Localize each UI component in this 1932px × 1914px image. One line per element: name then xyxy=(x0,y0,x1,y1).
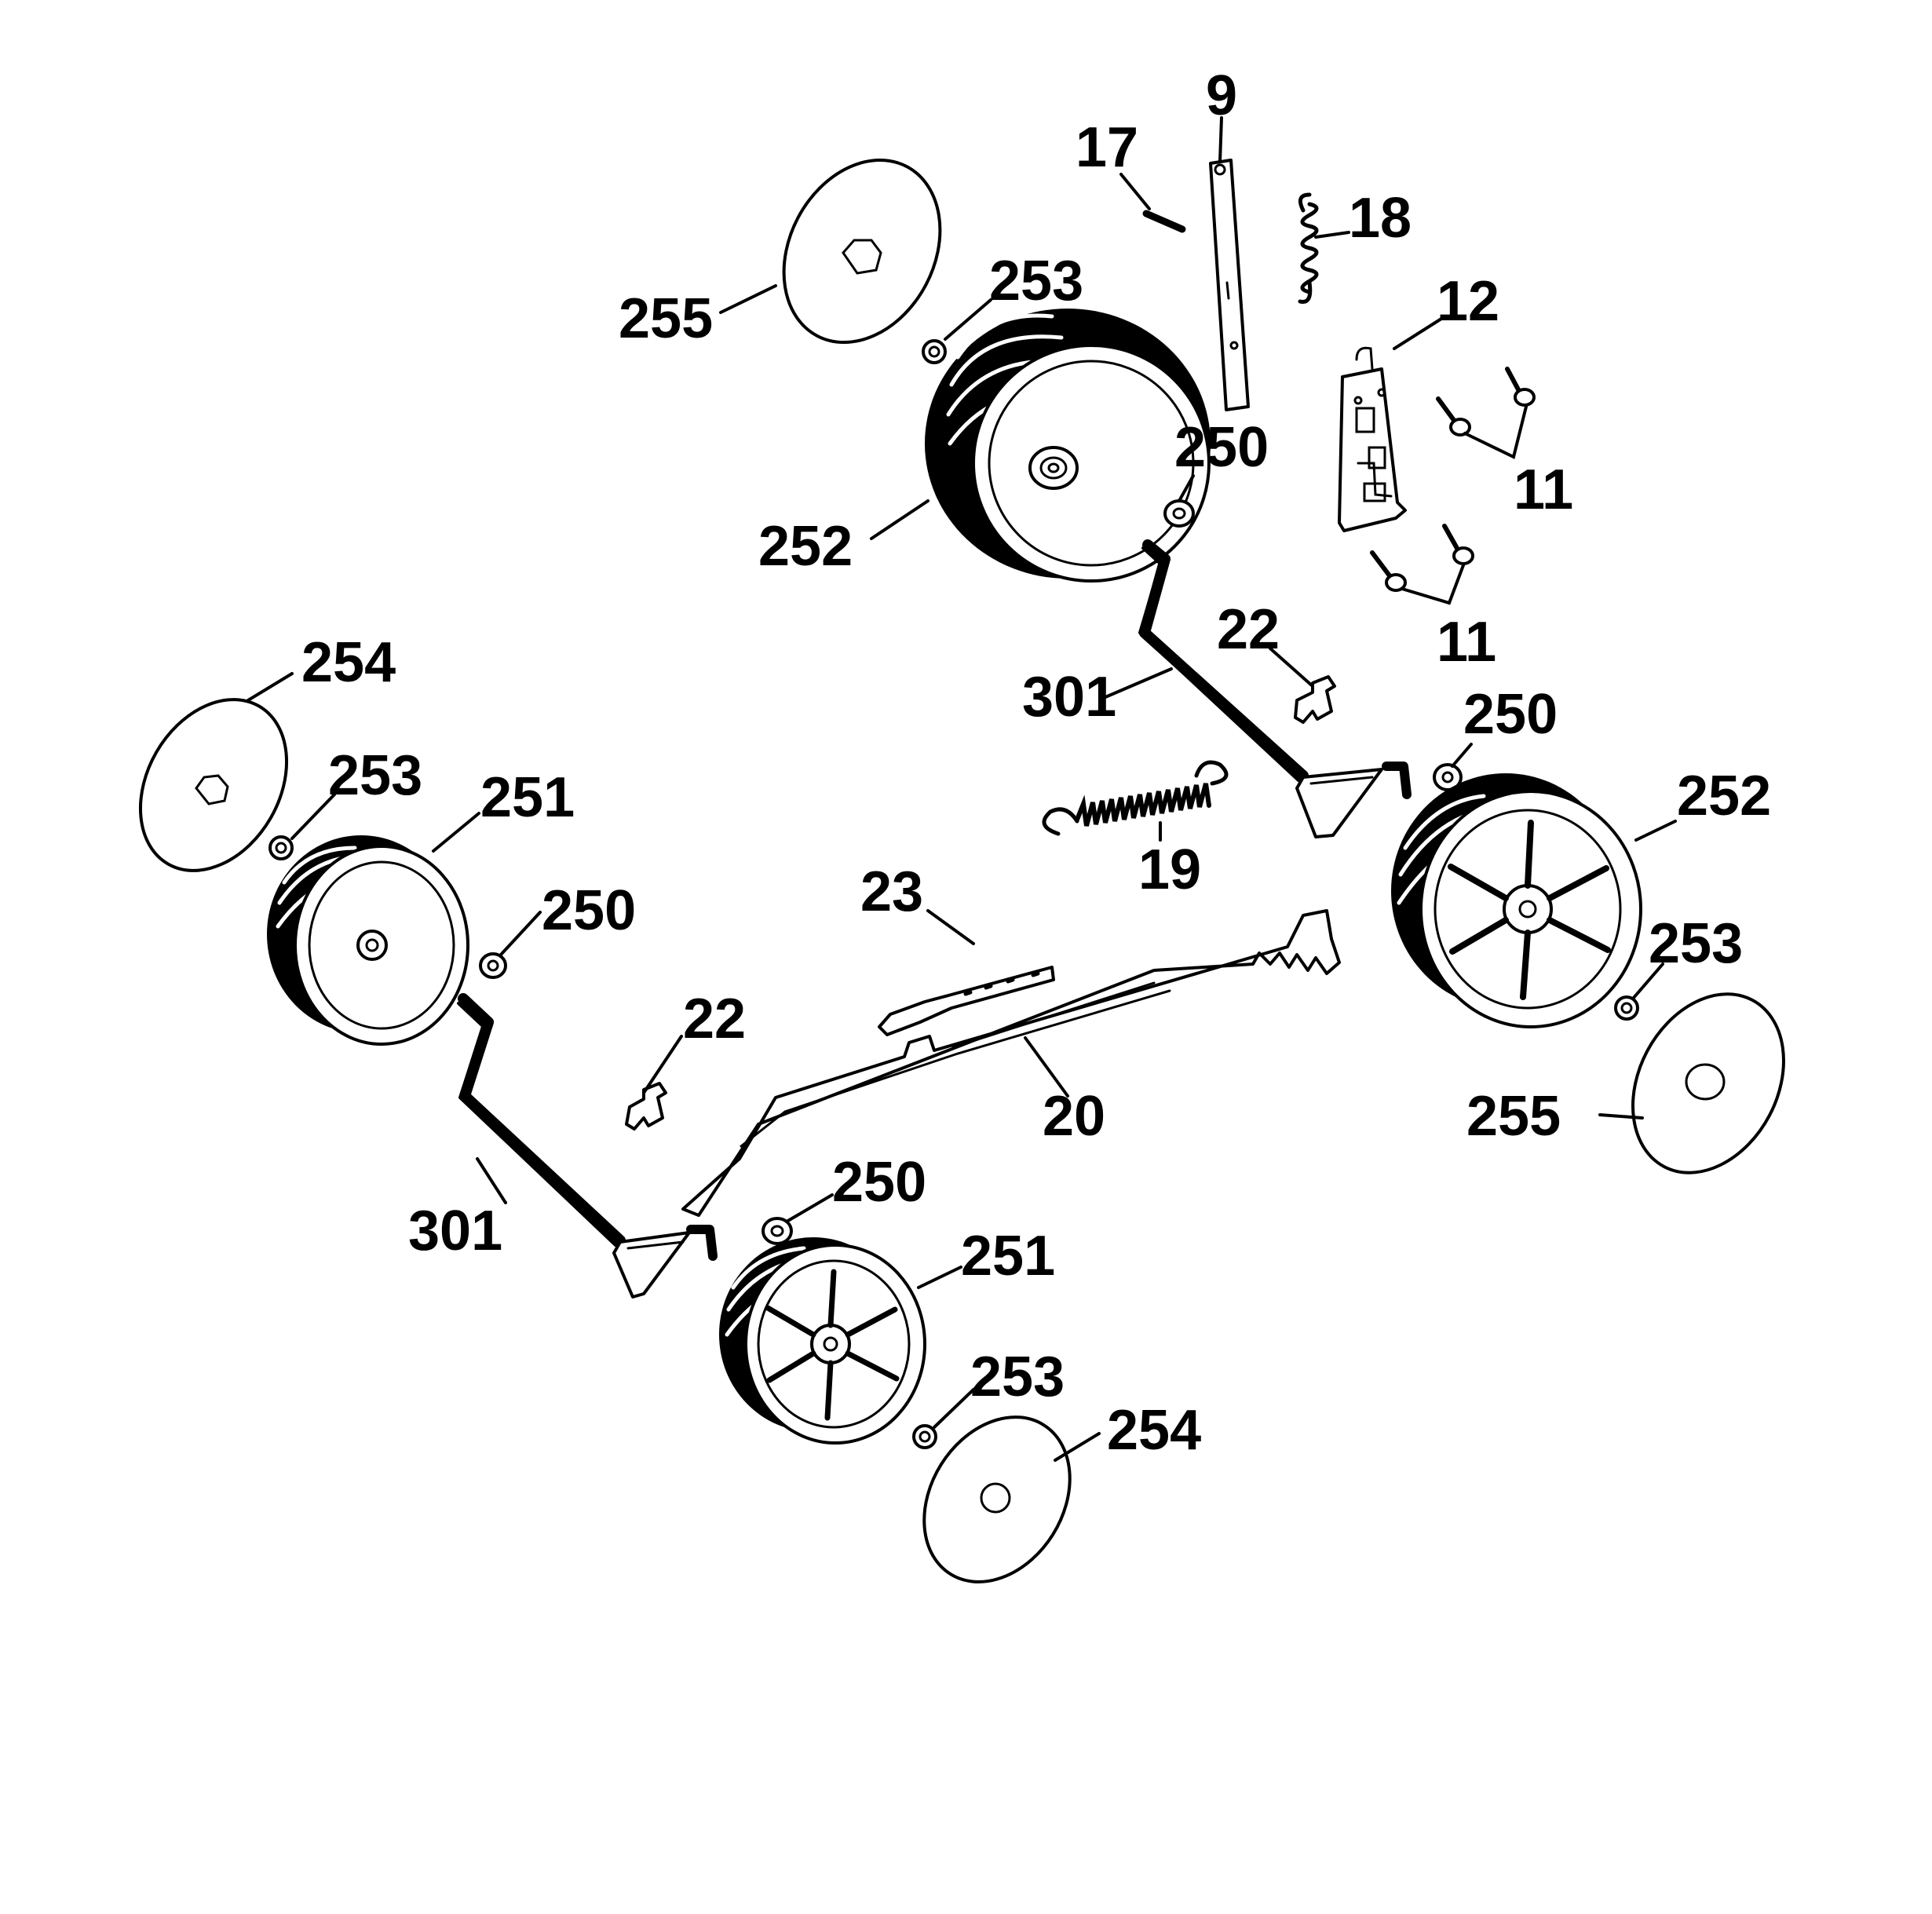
part-253-washer-bottom xyxy=(912,1424,937,1449)
part-250-washer-top xyxy=(1163,499,1195,528)
part-253-washer-top xyxy=(922,339,947,364)
part-11-screws-upper xyxy=(1436,367,1536,459)
callout-255-right: 255 xyxy=(1466,1085,1561,1148)
callout-9: 9 xyxy=(1206,64,1237,127)
callout-253-bottom: 253 xyxy=(970,1346,1065,1408)
callout-252-right: 252 xyxy=(1677,765,1771,827)
part-253-washer-right xyxy=(1614,995,1639,1021)
callout-250-right: 250 xyxy=(1463,683,1558,746)
callout-301-left: 301 xyxy=(408,1200,502,1262)
callout-254-bottom: 254 xyxy=(1107,1399,1201,1462)
callout-301-right: 301 xyxy=(1022,666,1116,729)
callout-17: 17 xyxy=(1076,116,1138,179)
callout-254-left: 254 xyxy=(301,631,396,694)
callout-12: 12 xyxy=(1437,270,1499,333)
part-251-wheel-left xyxy=(267,835,469,1046)
part-11-screws-lower xyxy=(1370,524,1474,605)
callout-252-top: 252 xyxy=(758,515,853,578)
part-255-hubcap-top xyxy=(782,158,942,345)
callout-20: 20 xyxy=(1043,1085,1105,1148)
part-250-washer-bottom xyxy=(761,1217,793,1245)
callout-22-right: 22 xyxy=(1217,598,1280,661)
part-251-wheel-bottom xyxy=(719,1237,926,1445)
part-255-hubcap-right xyxy=(1631,992,1785,1174)
part-252-wheel-right xyxy=(1391,773,1642,1028)
callout-251-bottom: 251 xyxy=(961,1225,1055,1288)
part-9-height-adjust-bar xyxy=(1209,159,1250,411)
callout-253-top: 253 xyxy=(989,250,1083,312)
part-18-small-spring xyxy=(1298,192,1319,304)
leader-lines xyxy=(247,116,1677,1462)
callout-11-upper: 11 xyxy=(1514,458,1573,521)
callout-253-left: 253 xyxy=(328,744,422,807)
callout-250-top: 250 xyxy=(1174,416,1269,479)
part-250-washer-left xyxy=(479,952,507,979)
callout-23: 23 xyxy=(860,860,923,923)
callout-11-lower: 11 xyxy=(1437,611,1496,674)
callout-22-left: 22 xyxy=(683,988,746,1050)
part-12-bracket-plate xyxy=(1338,346,1407,532)
part-252-wheel-top xyxy=(925,309,1211,583)
part-254-hubcap-left xyxy=(138,698,289,872)
callout-251-left: 251 xyxy=(480,766,575,829)
callout-250-left: 250 xyxy=(542,879,636,942)
callout-253-right: 253 xyxy=(1649,912,1743,975)
part-23-ratchet-plate xyxy=(878,966,1055,1036)
part-254-hubcap-bottom xyxy=(922,1415,1072,1583)
part-301-axle-left xyxy=(457,993,718,1299)
callout-19: 19 xyxy=(1138,838,1201,901)
callout-255-top: 255 xyxy=(619,287,713,350)
part-17-pin xyxy=(1142,210,1186,233)
part-20-height-lever xyxy=(681,909,1341,1217)
part-19-tension-spring xyxy=(1042,760,1229,836)
callout-labels: 9 17 18 12 11 11 255 253 252 250 22 301 … xyxy=(301,64,1771,1462)
part-253-washer-left xyxy=(268,835,294,860)
callout-18: 18 xyxy=(1349,187,1412,250)
part-22-clip-right xyxy=(1294,675,1336,724)
callout-250-bottom: 250 xyxy=(832,1151,926,1214)
part-301-axle-right xyxy=(1138,539,1412,838)
